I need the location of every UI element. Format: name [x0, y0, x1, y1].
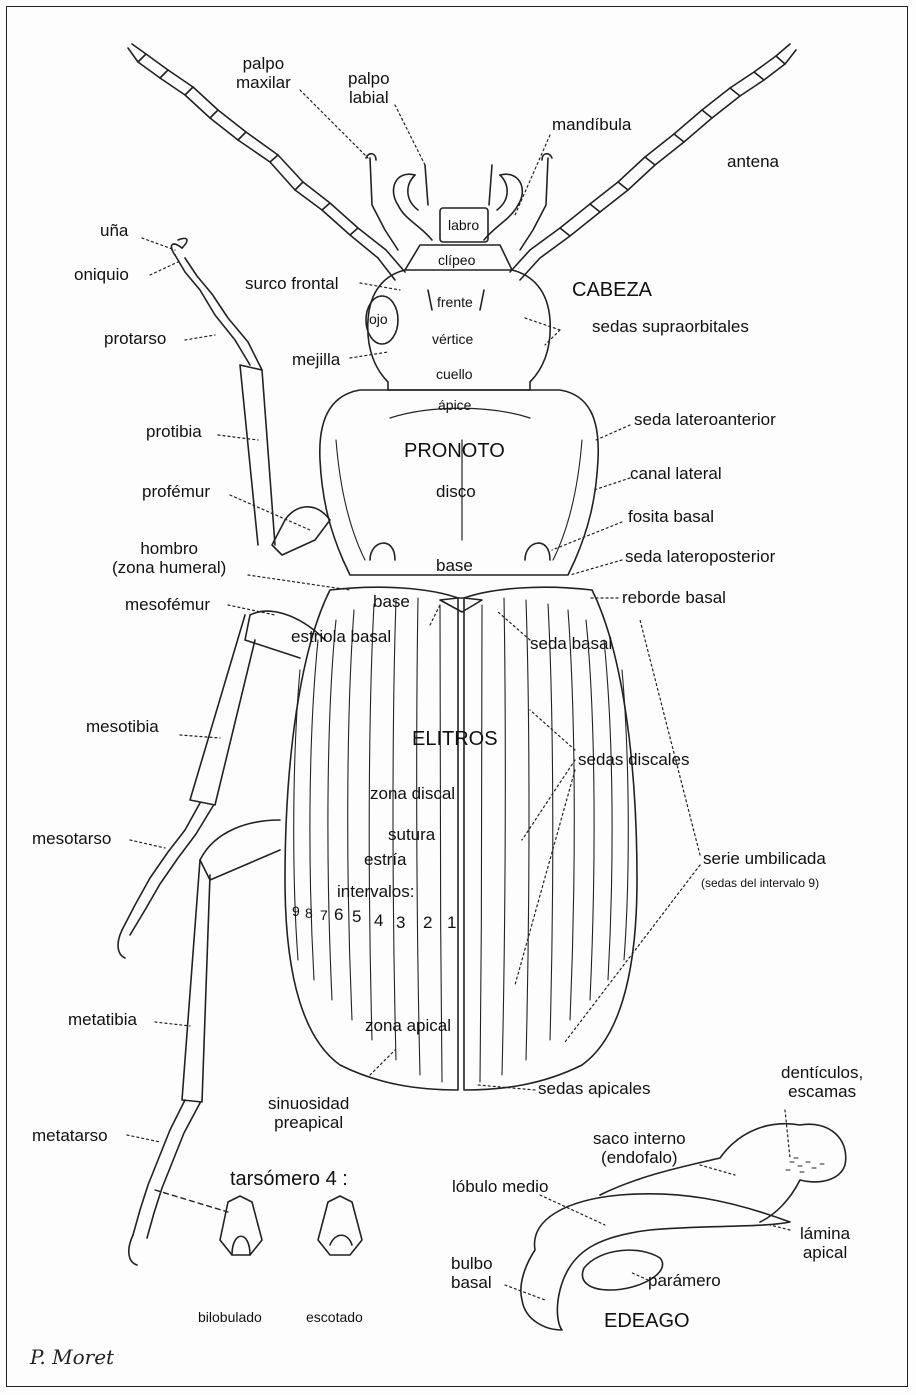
- interval-number: 7: [320, 908, 328, 923]
- label-base-elitros: base: [373, 593, 410, 612]
- label-mesofemur: mesofémur: [125, 596, 210, 615]
- label-sedas-supraorbitales: sedas supraorbitales: [592, 318, 749, 337]
- label-serie-umbilicada: serie umbilicada: [703, 850, 826, 869]
- label-serie-umbilicada-sub: (sedas del intervalo 9): [701, 877, 819, 890]
- interval-number: 3: [396, 914, 405, 933]
- interval-number: 2: [423, 914, 432, 933]
- interval-number: 8: [305, 906, 313, 921]
- label-paramero: parámero: [648, 1272, 721, 1291]
- label-oniquio: oniquio: [74, 266, 129, 285]
- label-hombro: hombro (zona humeral): [112, 540, 226, 577]
- label-labro: labro: [448, 218, 479, 233]
- label-denticulos: dentículos, escamas: [781, 1064, 863, 1101]
- label-seda-lateroanterior: seda lateroanterior: [634, 411, 776, 430]
- label-reborde-basal: reborde basal: [622, 589, 726, 608]
- label-seda-basal: seda basal: [530, 635, 612, 654]
- label-zona-discal: zona discal: [370, 785, 455, 804]
- label-mandibula: mandíbula: [552, 116, 631, 135]
- label-intervalos: intervalos:: [337, 883, 414, 902]
- label-ojo: ojo: [369, 312, 388, 327]
- label-antena: antena: [727, 153, 779, 172]
- label-disco: disco: [436, 483, 476, 502]
- label-bulbo-basal: bulbo basal: [451, 1255, 493, 1292]
- interval-number: 5: [352, 908, 361, 927]
- label-cabeza: CABEZA: [572, 279, 652, 301]
- label-sinuosidad-preapical: sinuosidad preapical: [268, 1095, 349, 1132]
- label-saco-interno: saco interno (endofalo): [593, 1130, 686, 1167]
- label-mesotarso: mesotarso: [32, 830, 111, 849]
- denticle-marks: [786, 1158, 824, 1172]
- label-metatarso: metatarso: [32, 1127, 108, 1146]
- label-sedas-discales: sedas discales: [578, 751, 690, 770]
- label-estriola-basal: estriola basal: [291, 628, 391, 647]
- label-escotado: escotado: [306, 1310, 363, 1325]
- label-zona-apical: zona apical: [365, 1017, 451, 1036]
- label-fosita-basal: fosita basal: [628, 508, 714, 527]
- label-sedas-apicales: sedas apicales: [538, 1080, 650, 1099]
- label-pronoto: PRONOTO: [404, 440, 505, 462]
- label-lobulo-medio: lóbulo medio: [452, 1178, 548, 1197]
- label-protarso: protarso: [104, 330, 166, 349]
- label-estria: estría: [364, 851, 407, 870]
- label-bilobulado: bilobulado: [198, 1310, 262, 1325]
- label-vertice: vértice: [432, 332, 473, 347]
- interval-number: 4: [374, 912, 383, 931]
- interval-number: 9: [292, 904, 300, 919]
- label-canal-lateral: canal lateral: [630, 465, 722, 484]
- hind-leg: [129, 820, 280, 1265]
- label-protibia: protibia: [146, 423, 202, 442]
- label-metatibia: metatibia: [68, 1011, 137, 1030]
- label-mesotibia: mesotibia: [86, 718, 159, 737]
- artist-signature: P. Moret: [30, 1345, 114, 1369]
- label-edeago: EDEAGO: [604, 1310, 690, 1332]
- label-cuello: cuello: [436, 367, 473, 382]
- label-seda-lateroposterior: seda lateroposterior: [625, 548, 775, 567]
- interval-number: 1: [447, 914, 456, 933]
- label-profemur: profémur: [142, 483, 210, 502]
- label-una: uña: [100, 222, 128, 241]
- label-palpo-maxilar: palpo maxilar: [236, 55, 291, 92]
- label-lamina-apical: lámina apical: [800, 1225, 850, 1262]
- label-clipeo: clípeo: [438, 253, 475, 268]
- label-surco-frontal: surco frontal: [245, 275, 339, 294]
- label-palpo-labial: palpo labial: [348, 70, 390, 107]
- label-mejilla: mejilla: [292, 351, 340, 370]
- label-base-pronoto: base: [436, 557, 473, 576]
- label-frente: frente: [437, 295, 473, 310]
- mouthparts: [366, 154, 552, 250]
- label-tarsomero: tarsómero 4 :: [230, 1168, 348, 1190]
- tarsomere-details: [155, 1190, 362, 1255]
- interval-number: 6: [334, 906, 343, 925]
- label-elitros: ELITROS: [412, 728, 498, 750]
- label-apice: ápice: [438, 398, 471, 413]
- label-sutura: sutura: [388, 826, 435, 845]
- elytra: [285, 587, 637, 1090]
